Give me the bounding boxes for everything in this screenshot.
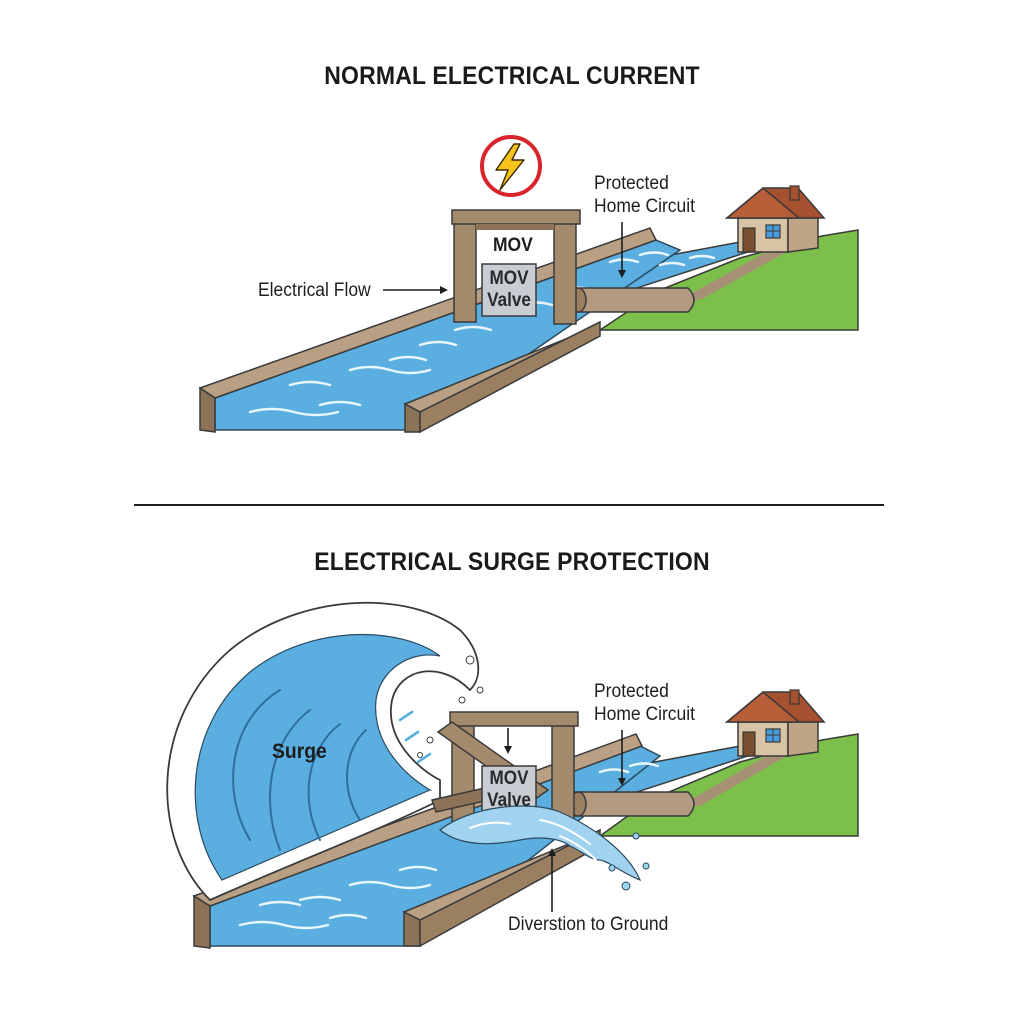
surge-wave: [166, 601, 484, 902]
house-icon: [724, 185, 826, 253]
top-water-ripples: [248, 251, 716, 417]
top-right-wall-side: [419, 320, 601, 434]
top-valve-label: MOV Valve: [485, 268, 534, 312]
top-protected-line1: Protected: [594, 173, 669, 194]
bottom-pipe: [571, 791, 695, 817]
top-ground-path: [680, 250, 790, 300]
diversion-label: Diverstion to Ground: [508, 914, 669, 935]
house-icon: [724, 689, 826, 757]
top-left-wall-face: [199, 386, 216, 433]
bottom-valve-line2: Valve: [487, 790, 531, 811]
top-mov-valve: [481, 263, 537, 317]
bottom-ground-path: [680, 754, 790, 806]
bottom-scene: [166, 601, 859, 949]
top-panel-title: NORMAL ELECTRICAL CURRENT: [324, 62, 700, 90]
bottom-water-ripples: [238, 762, 660, 930]
bottom-protected-line1: Protected: [594, 681, 669, 702]
top-gate-left-post: [453, 217, 477, 323]
bottom-valve-line1: MOV: [489, 768, 529, 789]
electrical-flow-label: Electrical Flow: [258, 280, 371, 301]
top-mov-label: MOV: [493, 235, 533, 256]
diversion-splash: [439, 805, 650, 891]
bottom-left-wall-face: [193, 894, 211, 949]
top-protected-line2: Home Circuit: [594, 196, 696, 217]
surge-label: Surge: [272, 740, 327, 763]
top-valve-line1: MOV: [489, 268, 529, 289]
top-scene: [198, 135, 859, 434]
top-gate-right-post: [553, 217, 577, 325]
top-gate-beam: [451, 209, 581, 225]
top-valve-line2: Valve: [487, 290, 531, 311]
bottom-protected-line2: Home Circuit: [594, 704, 696, 725]
top-pipe: [571, 287, 695, 313]
bottom-gate-beam: [449, 711, 579, 727]
lightning-warning-icon: [480, 135, 542, 197]
bottom-valve-label: MOV Valve: [485, 768, 534, 812]
bottom-panel-title: ELECTRICAL SURGE PROTECTION: [314, 548, 710, 576]
